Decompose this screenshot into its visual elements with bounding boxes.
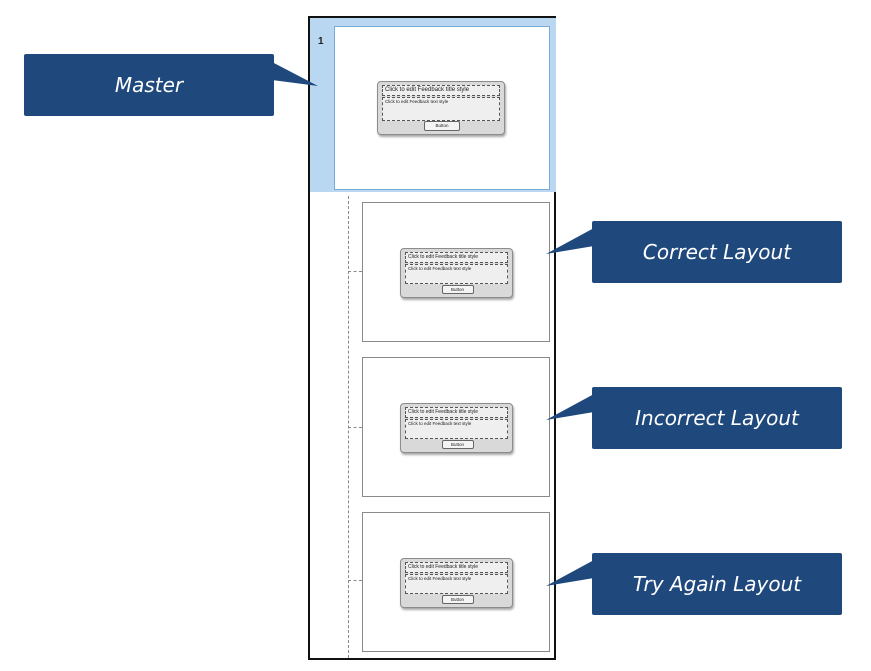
try-again-layout-callout: Try Again Layout [592, 553, 842, 615]
layout-tree-branch [348, 427, 362, 428]
dialog-title-placeholder: Click to edit Feedback title style [382, 85, 500, 96]
layout-tree-branch [348, 271, 362, 272]
feedback-dialog-preview: Click to edit Feedback title style Click… [377, 81, 505, 135]
dialog-button-preview: Button [424, 121, 460, 131]
layout-tree-branch [348, 580, 362, 581]
feedback-dialog-preview: Click to edit Feedback title style Click… [400, 248, 513, 298]
dialog-text-placeholder: Click to edit Feedback text style [382, 97, 500, 121]
master-callout-pointer [272, 62, 318, 86]
dialog-button-preview: Button [441, 595, 474, 604]
correct-layout-thumbnail[interactable]: Click to edit Feedback title style Click… [362, 202, 550, 342]
dialog-text-placeholder: Click to edit Feedback text style [405, 574, 508, 594]
try-again-callout-pointer [546, 560, 594, 586]
dialog-button-preview: Button [441, 440, 474, 449]
try-again-layout-thumbnail[interactable]: Click to edit Feedback title style Click… [362, 512, 550, 652]
master-slide-thumbnail[interactable]: Click to edit Feedback title style Click… [334, 26, 550, 190]
master-callout: Master [24, 54, 274, 116]
dialog-text-placeholder: Click to edit Feedback text style [405, 419, 508, 439]
dialog-title-placeholder: Click to edit Feedback title style [405, 252, 508, 263]
dialog-title-placeholder: Click to edit Feedback title style [405, 407, 508, 418]
slide-number: 1 [318, 36, 324, 47]
incorrect-layout-callout: Incorrect Layout [592, 387, 842, 449]
dialog-title-placeholder: Click to edit Feedback title style [405, 562, 508, 573]
slide-thumbnail-panel: 1 Click to edit Feedback title style Cli… [308, 16, 556, 660]
correct-layout-callout: Correct Layout [592, 221, 842, 283]
feedback-dialog-preview: Click to edit Feedback title style Click… [400, 403, 513, 453]
incorrect-layout-thumbnail[interactable]: Click to edit Feedback title style Click… [362, 357, 550, 497]
feedback-dialog-preview: Click to edit Feedback title style Click… [400, 558, 513, 608]
incorrect-callout-pointer [546, 394, 594, 420]
dialog-text-placeholder: Click to edit Feedback text style [405, 264, 508, 284]
correct-callout-pointer [546, 228, 594, 254]
dialog-button-preview: Button [441, 285, 474, 294]
